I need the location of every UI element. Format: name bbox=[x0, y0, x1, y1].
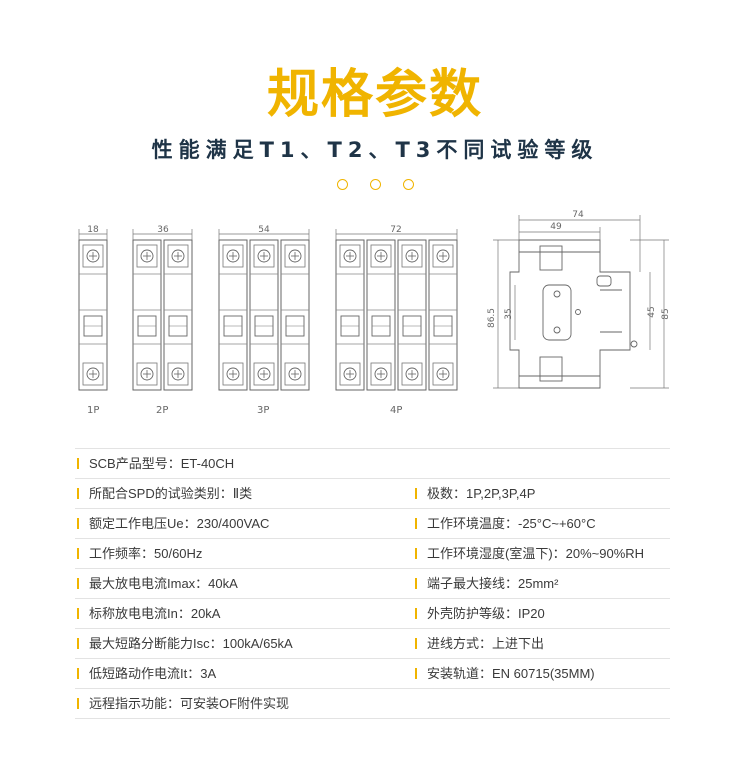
width-label: 54 bbox=[258, 225, 270, 235]
spec-item: 最大短路分断能力Isc：100kA/65kA bbox=[77, 629, 293, 658]
spec-row: 最大短路分断能力Isc：100kA/65kA 进线方式：上进下出 bbox=[75, 628, 670, 658]
dim-height-inner: 45 bbox=[647, 306, 657, 317]
dim-depth-inner: 35 bbox=[504, 308, 514, 319]
spec-item: 所配合SPD的试验类别：Ⅱ类 bbox=[77, 479, 252, 508]
spec-text: SCB产品型号：ET-40CH bbox=[89, 456, 235, 471]
spec-text: 安装轨道：EN 60715(35MM) bbox=[427, 666, 595, 681]
spec-item: 极数：1P,2P,3P,4P bbox=[415, 479, 535, 508]
spec-text: 工作环境温度：-25°C~+60°C bbox=[427, 516, 596, 531]
spec-item: 额定工作电压Ue：230/400VAC bbox=[77, 509, 269, 538]
spec-item: 最大放电电流Imax：40kA bbox=[77, 569, 238, 598]
spec-text: 所配合SPD的试验类别：Ⅱ类 bbox=[89, 486, 253, 501]
spec-item: 外壳防护等级：IP20 bbox=[415, 599, 545, 628]
spec-item: 工作环境温度：-25°C~+60°C bbox=[415, 509, 596, 538]
spec-item: SCB产品型号：ET-40CH bbox=[77, 449, 234, 478]
spec-row: 标称放电电流In：20kA 外壳防护等级：IP20 bbox=[75, 598, 670, 628]
spec-table: SCB产品型号：ET-40CH 所配合SPD的试验类别：Ⅱ类 极数：1P,2P,… bbox=[75, 448, 670, 719]
spec-text: 端子最大接线：25mm² bbox=[427, 576, 559, 591]
spec-text: 进线方式：上进下出 bbox=[427, 636, 545, 651]
spec-row: 所配合SPD的试验类别：Ⅱ类 极数：1P,2P,3P,4P bbox=[75, 478, 670, 508]
width-label: 18 bbox=[87, 225, 99, 235]
spec-row: 低短路动作电流It：3A 安装轨道：EN 60715(35MM) bbox=[75, 658, 670, 688]
spec-text: 最大短路分断能力Isc：100kA/65kA bbox=[89, 636, 293, 651]
spec-text: 外壳防护等级：IP20 bbox=[427, 606, 545, 621]
circle-icon bbox=[403, 179, 414, 190]
spec-row: 工作频率：50/60Hz 工作环境湿度(室温下)：20%~90%RH bbox=[75, 538, 670, 568]
decorative-dots bbox=[335, 179, 415, 193]
page-subtitle: 性能满足T1、T2、T3不同试验等级 bbox=[151, 138, 599, 162]
spec-row: 远程指示功能：可安装OF附件实现 bbox=[75, 688, 670, 719]
pole-label-4p: 4P bbox=[390, 405, 403, 416]
side-view bbox=[509, 239, 638, 389]
dim-depth-outer: 86.5 bbox=[487, 308, 497, 328]
spec-text: 工作环境湿度(室温下)：20%~90%RH bbox=[427, 546, 645, 561]
circle-icon bbox=[370, 179, 381, 190]
spec-text: 额定工作电压Ue：230/400VAC bbox=[89, 516, 270, 531]
spec-item: 进线方式：上进下出 bbox=[415, 629, 544, 658]
spec-text: 工作频率：50/60Hz bbox=[89, 546, 203, 561]
spec-text: 最大放电电流Imax：40kA bbox=[89, 576, 238, 591]
width-label: 72 bbox=[390, 225, 401, 235]
dim-rail-width: 49 bbox=[550, 222, 562, 232]
page-title: 规格参数 bbox=[266, 65, 483, 125]
pole-label-3p: 3P bbox=[257, 405, 270, 416]
spec-row: 额定工作电压Ue：230/400VAC 工作环境温度：-25°C~+60°C bbox=[75, 508, 670, 538]
circle-icon bbox=[337, 179, 348, 190]
spec-item: 标称放电电流In：20kA bbox=[77, 599, 220, 628]
spec-item: 工作环境湿度(室温下)：20%~90%RH bbox=[415, 539, 644, 568]
spec-item: 安装轨道：EN 60715(35MM) bbox=[415, 659, 595, 688]
dim-total-width: 74 bbox=[572, 210, 584, 220]
spec-text: 远程指示功能：可安装OF附件实现 bbox=[89, 696, 290, 711]
dimension-drawing: 18 36 54 72 74 49 86.5 35 45 85 bbox=[78, 210, 671, 391]
pole-label-2p: 2P bbox=[156, 405, 169, 416]
width-label: 36 bbox=[157, 225, 169, 235]
spec-row: SCB产品型号：ET-40CH bbox=[75, 448, 670, 478]
spec-item: 远程指示功能：可安装OF附件实现 bbox=[77, 689, 289, 718]
dim-height-outer: 85 bbox=[661, 308, 671, 319]
spec-row: 最大放电电流Imax：40kA 端子最大接线：25mm² bbox=[75, 568, 670, 598]
spec-text: 标称放电电流In：20kA bbox=[89, 606, 221, 621]
spec-item: 低短路动作电流It：3A bbox=[77, 659, 216, 688]
spec-text: 极数：1P,2P,3P,4P bbox=[427, 486, 536, 501]
pole-label-1p: 1P bbox=[87, 405, 100, 416]
spec-item: 端子最大接线：25mm² bbox=[415, 569, 558, 598]
spec-text: 低短路动作电流It：3A bbox=[89, 666, 217, 681]
spec-item: 工作频率：50/60Hz bbox=[77, 539, 202, 568]
